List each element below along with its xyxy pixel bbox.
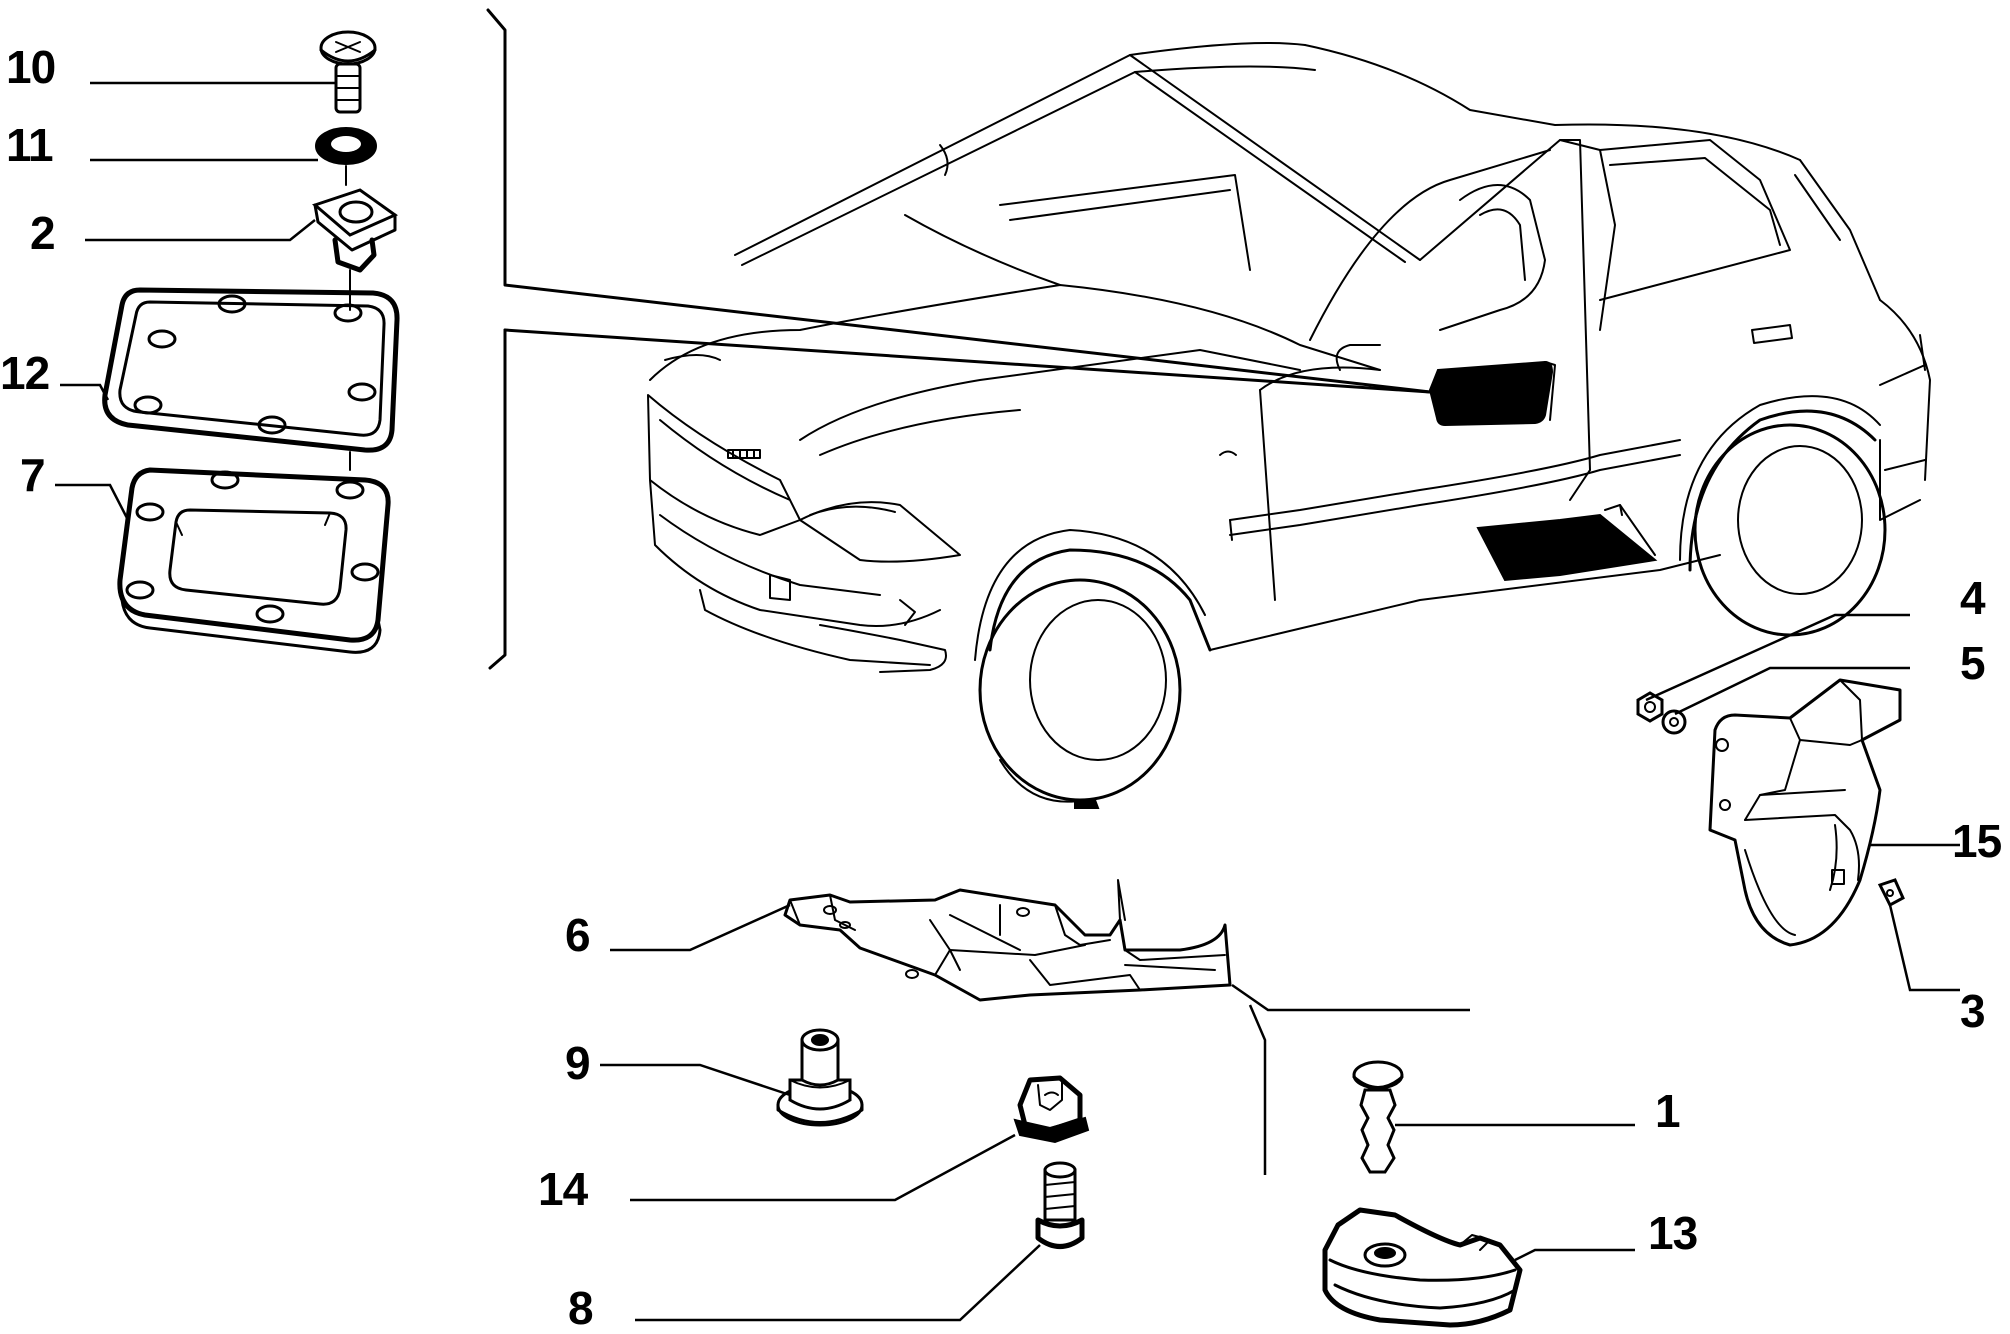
callout-7: 7: [20, 449, 46, 501]
part-13-cover: [1322, 1207, 1523, 1328]
callout-8: 8: [568, 1282, 594, 1334]
callout-2: 2: [30, 207, 56, 259]
part-3-clip: [1877, 878, 1905, 908]
part-11-washer: [315, 127, 377, 186]
part-2-clip-nut: [312, 188, 399, 311]
callout-5: 5: [1960, 637, 1986, 689]
part-6-underbody-shield: [783, 879, 1232, 1002]
part-5-washer: [1661, 709, 1687, 735]
part-10-screw: [319, 30, 377, 114]
part-1-push-fastener: [1352, 1060, 1404, 1174]
part-4-nut: [1636, 691, 1664, 723]
car-illustration: [647, 41, 1931, 809]
detail-bracket: [486, 8, 1432, 670]
part-12-gasket: [102, 287, 400, 471]
callout-9: 9: [565, 1037, 591, 1089]
callout-15: 15: [1952, 815, 2002, 867]
callout-13: 13: [1648, 1207, 1698, 1259]
callout-6: 6: [565, 909, 591, 961]
callout-12: 12: [0, 347, 50, 399]
part-8-bolt: [1035, 1161, 1085, 1249]
part-15-splash-guard: [1708, 678, 1902, 947]
callout-3: 3: [1960, 985, 1986, 1037]
callout-4: 4: [1960, 572, 1986, 624]
callout-11: 11: [6, 119, 54, 171]
callout-1: 1: [1655, 1085, 1681, 1137]
part-9-rivet-nut: [776, 1028, 864, 1127]
part-7-frame: [117, 467, 391, 654]
callout-14: 14: [538, 1163, 588, 1215]
part-14-clip-nut: [1013, 1075, 1090, 1144]
leader-lines: [55, 81, 1960, 1322]
callout-10: 10: [6, 41, 56, 93]
